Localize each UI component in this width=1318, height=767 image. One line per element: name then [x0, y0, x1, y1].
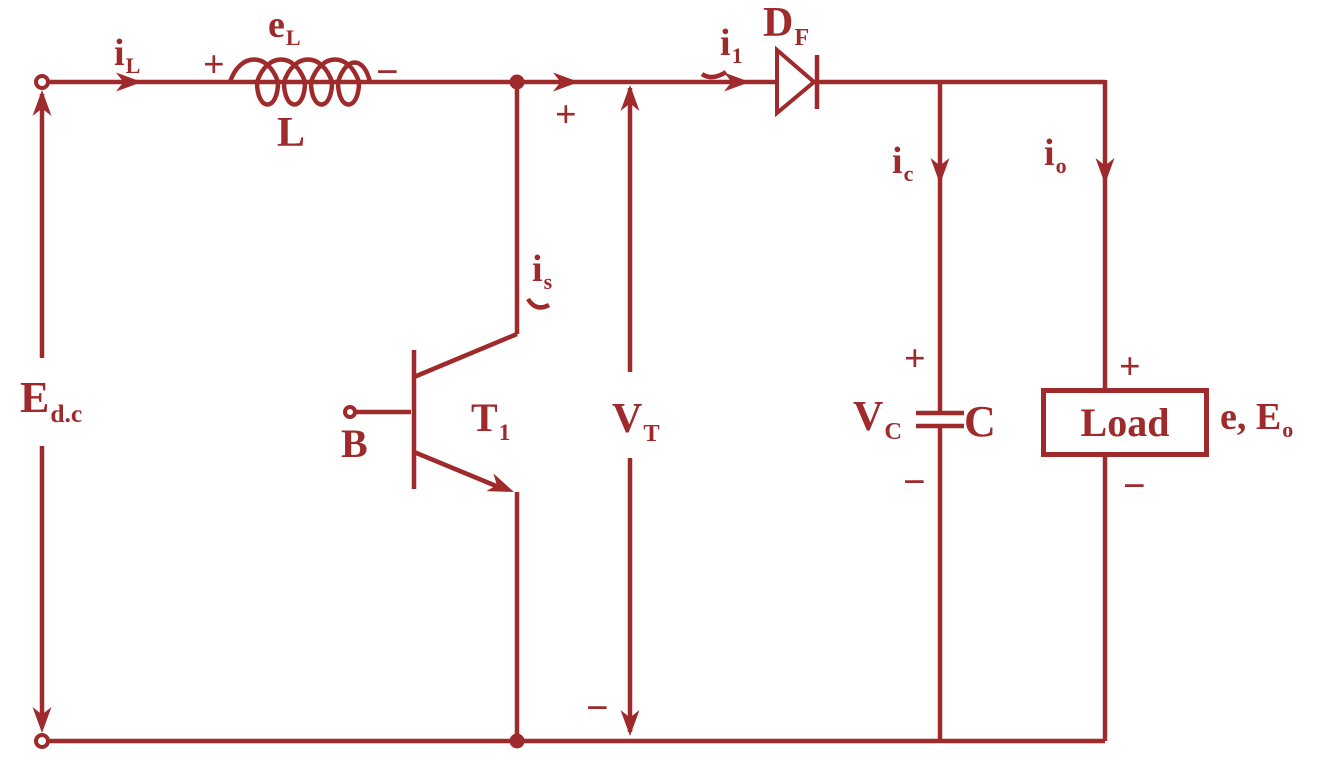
diode-name-label: DF — [763, 0, 810, 52]
vt-minus-sign: − — [586, 685, 609, 730]
inductor-coil — [227, 57, 373, 107]
i1-tick-mark — [700, 70, 728, 80]
load-name-label: Load — [1080, 399, 1170, 445]
output-voltage-label: e, Eo — [1220, 396, 1294, 443]
current-arrows — [116, 70, 1115, 310]
inductor-emf-label: eL — [268, 4, 301, 51]
top-junction-dot — [509, 74, 525, 90]
vt-up-arrowhead — [620, 85, 640, 111]
bottom-left-terminal — [34, 733, 50, 749]
dc-source-symbol — [32, 74, 52, 749]
transistor-collector-lead — [413, 331, 518, 380]
inductor-current-label: iL — [114, 32, 141, 79]
inductor-plus-sign: + — [203, 44, 225, 86]
load-plus-sign: + — [1119, 346, 1141, 388]
capacitor-voltage-label: VC — [853, 394, 902, 446]
source-up-arrowhead — [32, 90, 52, 116]
vt-node-arrowhead — [553, 72, 579, 92]
load-box — [1041, 388, 1209, 457]
source-down-arrowhead — [32, 707, 52, 733]
il-arrowhead — [116, 72, 142, 92]
transistor-emitter-lead — [413, 449, 502, 491]
inductor-minus-sign: − — [376, 49, 399, 94]
load-symbol — [1041, 388, 1209, 457]
capacitor-minus-sign: − — [903, 459, 926, 504]
vt-plus-sign: + — [555, 94, 577, 136]
capacitor-current-label: ic — [892, 140, 914, 187]
io-arrowhead — [1095, 158, 1115, 184]
load-minus-sign: − — [1123, 463, 1146, 508]
base-terminal-label: B — [341, 421, 368, 466]
diode-current-label: i1 — [720, 22, 743, 69]
vt-measure-arrow — [620, 85, 640, 736]
is-tick-mark — [526, 297, 551, 310]
ic-arrowhead — [930, 158, 950, 184]
vt-down-arrowhead — [620, 710, 640, 736]
inductor-name-label: L — [277, 110, 306, 156]
emitter-arrowhead — [486, 473, 514, 492]
inductor-symbol — [227, 57, 373, 107]
diode-triangle — [775, 45, 818, 118]
source-voltage-label: Ed.c — [20, 373, 83, 428]
i1-arrowhead — [724, 72, 750, 92]
top-left-terminal — [34, 74, 50, 90]
transistor-voltage-label: VT — [612, 396, 660, 448]
capacitor-name-label: C — [964, 397, 996, 446]
wires — [42, 74, 1108, 749]
capacitor-plus-sign: + — [904, 338, 926, 380]
load-label-container: Load — [1043, 390, 1207, 455]
transistor-symbol — [343, 331, 518, 492]
transistor-name-label: T1 — [471, 395, 511, 446]
output-current-label: io — [1044, 132, 1067, 179]
base-terminal — [343, 405, 357, 419]
bottom-junction-dot — [509, 733, 525, 749]
diode-symbol — [775, 45, 820, 118]
capacitor-symbol — [916, 410, 964, 429]
switch-current-label: is — [532, 248, 553, 295]
